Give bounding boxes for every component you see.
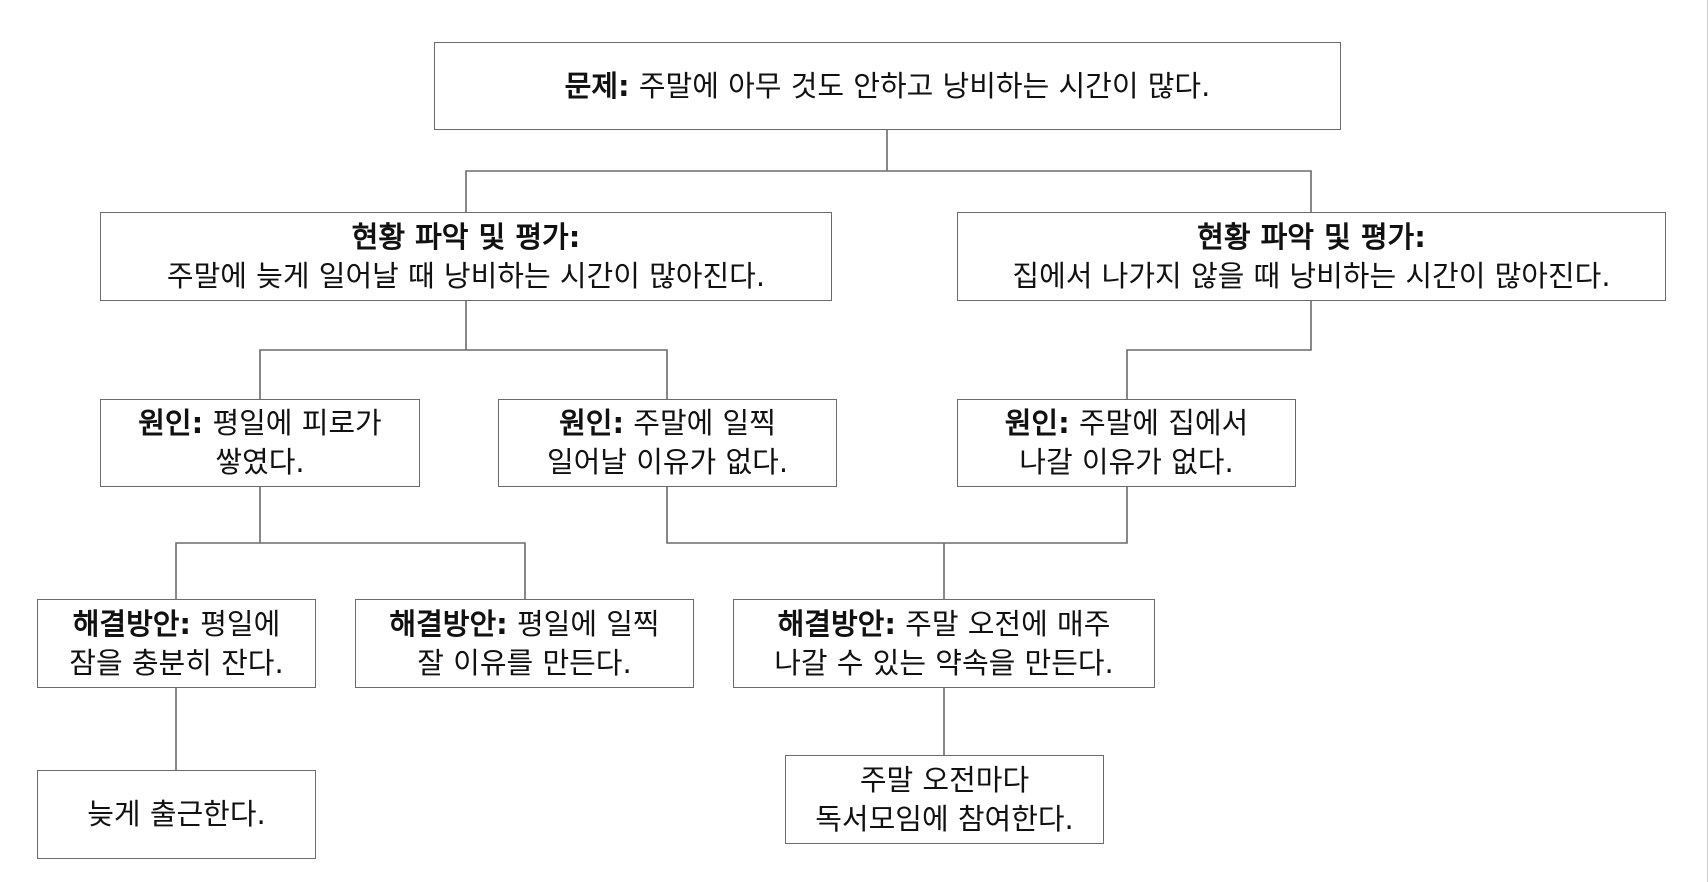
cause-label: 원인: [138, 406, 204, 440]
solution-line1: 평일에 일찍 [516, 606, 660, 641]
connector-assessment-bus [465, 170, 1312, 212]
outcome-line1: 늦게 출근한다. [87, 797, 266, 831]
cause-line1: 평일에 피로가 [212, 406, 382, 440]
solution-line1: 평일에 [200, 606, 281, 641]
cause-line1: 주말에 집에서 [1078, 406, 1249, 440]
cause-line2: 쌓였다. [215, 445, 305, 479]
problem-label: 문제: [564, 68, 630, 103]
solution-line2: 잠을 충분히 잔다. [69, 645, 284, 680]
connector-assessment2-cause3 [1126, 301, 1312, 399]
problem-text: 주말에 아무 것도 안하고 낭비하는 시간이 많다. [638, 68, 1211, 103]
solution-label: 해결방안: [777, 606, 896, 641]
assessment-label: 현황 파악 및 평가: [1197, 219, 1426, 254]
solution-line2: 나갈 수 있는 약속을 만든다. [774, 645, 1114, 680]
cause-box-1: 원인: 평일에 피로가 쌓였다. [100, 399, 420, 487]
outcome-box-1: 늦게 출근한다. [37, 770, 316, 859]
cause-line2: 일어날 이유가 없다. [546, 445, 789, 479]
assessment-label: 현황 파악 및 평가: [351, 219, 581, 254]
solution-box-2: 해결방안: 평일에 일찍 잘 이유를 만든다. [355, 599, 694, 688]
outcome-line2: 독서모임에 참여한다. [815, 801, 1074, 836]
outcome-line1: 주말 오전마다 [859, 762, 1030, 797]
problem-box: 문제: 주말에 아무 것도 안하고 낭비하는 시간이 많다. [434, 42, 1341, 130]
outcome-box-2: 주말 오전마다 독서모임에 참여한다. [785, 755, 1104, 844]
cause-label: 원인: [1004, 406, 1070, 440]
solution-label: 해결방안: [72, 606, 192, 641]
solution-box-3: 해결방안: 주말 오전에 매주 나갈 수 있는 약속을 만든다. [733, 599, 1155, 688]
connector-causes-bus [259, 349, 668, 399]
solution-label: 해결방안: [389, 606, 508, 641]
assessment-text: 주말에 늦게 일어날 때 낭비하는 시간이 많아진다. [166, 258, 766, 293]
cause-line1: 주말에 일찍 [633, 406, 776, 440]
solution-line2: 잘 이유를 만든다. [417, 645, 632, 680]
cause-box-2: 원인: 주말에 일찍 일어날 이유가 없다. [498, 399, 837, 487]
connector-solutions-bus [175, 542, 526, 599]
cause-line2: 나갈 이유가 없다. [1019, 445, 1234, 479]
assessment-text: 집에서 나가지 않을 때 낭비하는 시간이 많아진다. [1012, 258, 1611, 293]
cause-label: 원인: [559, 406, 625, 440]
assessment-box-1: 현황 파악 및 평가: 주말에 늦게 일어날 때 낭비하는 시간이 많아진다. [100, 212, 832, 301]
solution-box-1: 해결방안: 평일에 잠을 충분히 잔다. [37, 599, 316, 688]
solution-line1: 주말 오전에 매주 [905, 606, 1111, 641]
assessment-box-2: 현황 파악 및 평가: 집에서 나가지 않을 때 낭비하는 시간이 많아진다. [957, 212, 1666, 301]
cause-box-3: 원인: 주말에 집에서 나갈 이유가 없다. [957, 399, 1296, 487]
connector-causes23-solution3 [666, 487, 1128, 544]
